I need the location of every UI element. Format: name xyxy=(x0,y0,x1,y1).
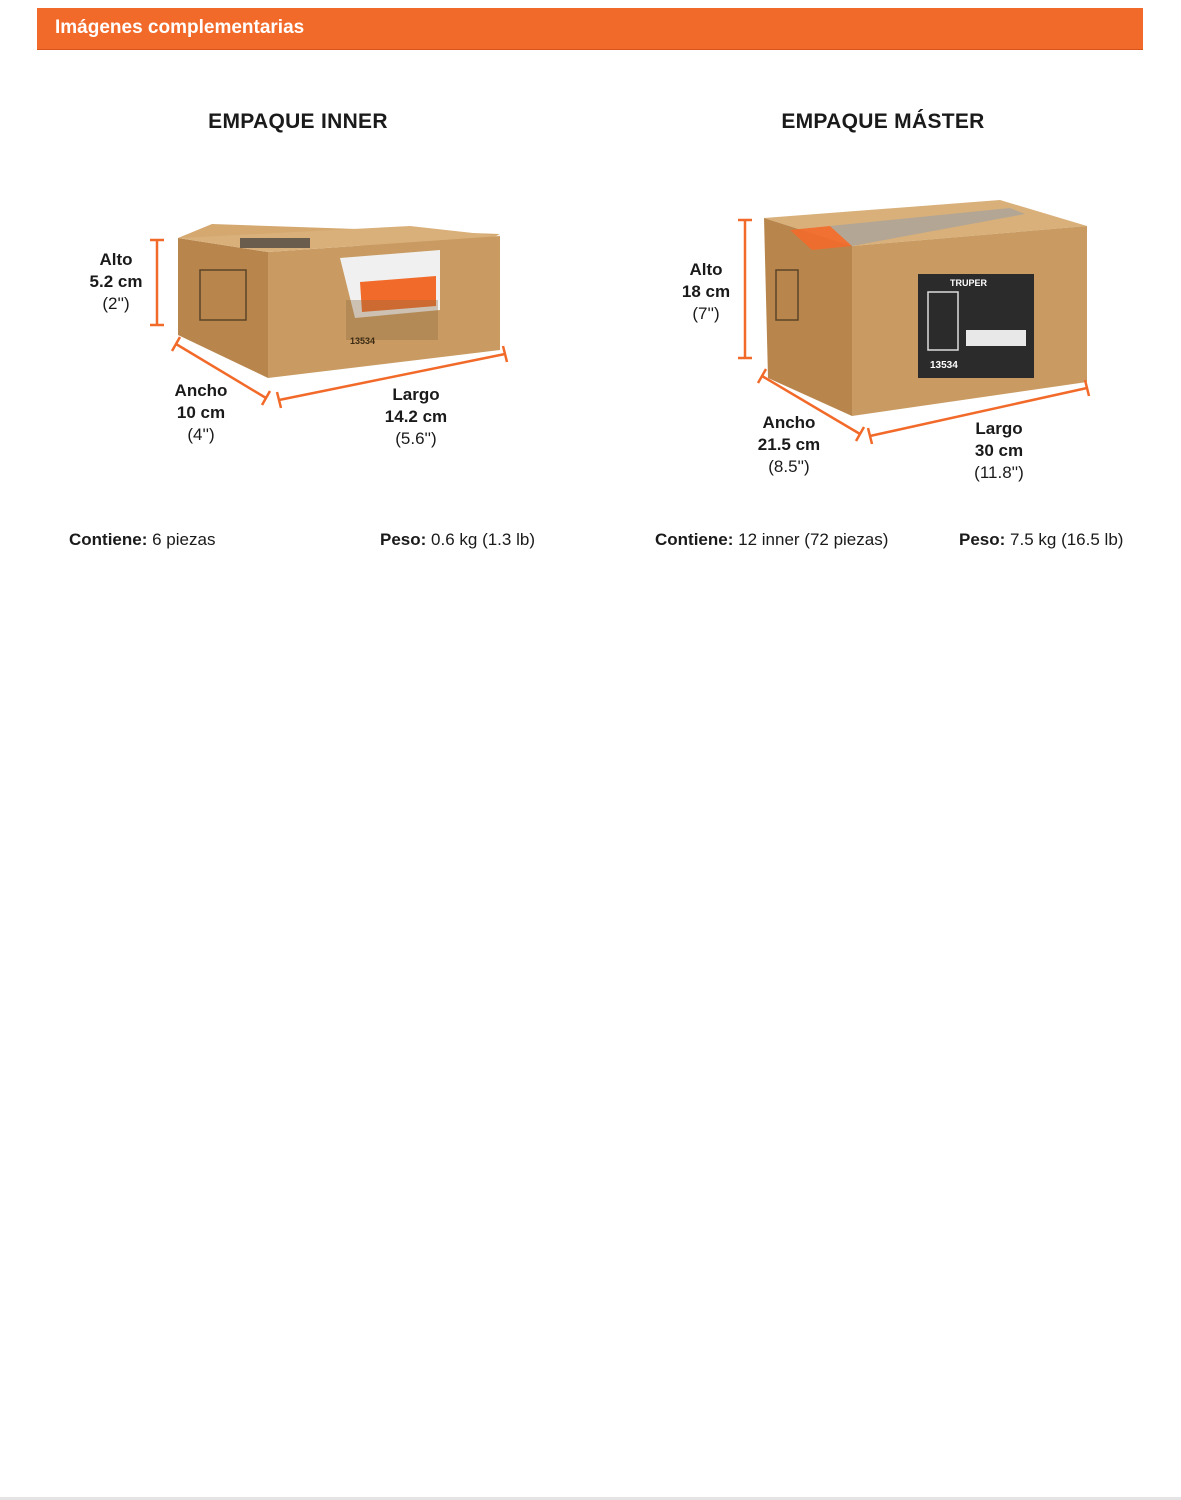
inner-largo-title: Largo xyxy=(392,385,440,404)
master-pack-title: EMPAQUE MÁSTER xyxy=(781,110,985,133)
inner-alto-inches: (2'') xyxy=(102,294,130,313)
master-ancho-label: Ancho 21.5 cm (8.5'') xyxy=(729,412,849,478)
section-header-bar: Imágenes complementarias xyxy=(37,8,1143,50)
master-largo-label: Largo 30 cm (11.8'') xyxy=(939,418,1059,484)
master-dimension-lines xyxy=(738,218,1091,445)
master-alto-label: Alto 18 cm (7'') xyxy=(646,259,766,325)
inner-box-image xyxy=(178,224,500,378)
inner-pack-title: EMPAQUE INNER xyxy=(208,110,388,133)
inner-largo-inches: (5.6'') xyxy=(395,429,437,448)
inner-ancho-title: Ancho xyxy=(174,381,228,400)
master-box-brand: TRUPER xyxy=(950,278,988,288)
master-weight-value: 7.5 kg (16.5 lb) xyxy=(1010,530,1124,549)
inner-largo-value: 14.2 cm xyxy=(384,407,448,426)
master-largo-title: Largo xyxy=(975,419,1023,438)
inner-alto-value: 5.2 cm xyxy=(89,272,143,291)
master-alto-title: Alto xyxy=(689,260,723,279)
inner-ancho-label: Ancho 10 cm (4'') xyxy=(141,380,261,446)
master-ancho-inches: (8.5'') xyxy=(768,457,810,476)
inner-dimension-lines xyxy=(150,238,509,409)
master-largo-value: 30 cm xyxy=(974,441,1024,460)
master-weight-label: Peso: xyxy=(959,530,1006,549)
master-ancho-title: Ancho xyxy=(762,413,816,432)
inner-ancho-value: 10 cm xyxy=(176,403,226,422)
inner-ancho-inches: (4'') xyxy=(187,425,215,444)
inner-weight-value: 0.6 kg (1.3 lb) xyxy=(431,530,535,549)
inner-alto-label: Alto 5.2 cm (2'') xyxy=(56,249,176,315)
master-ancho-value: 21.5 cm xyxy=(757,435,821,454)
master-box-image xyxy=(764,200,1087,416)
master-contains: Contiene: 12 inner (72 piezas) xyxy=(655,530,888,550)
inner-largo-label: Largo 14.2 cm (5.6'') xyxy=(356,384,476,450)
inner-box-code: 13534 xyxy=(350,336,376,346)
master-alto-value: 18 cm xyxy=(681,282,731,301)
inner-contains-value: 6 piezas xyxy=(152,530,216,549)
master-box-code: 13534 xyxy=(930,360,958,371)
master-weight: Peso: 7.5 kg (16.5 lb) xyxy=(959,530,1123,550)
package-illustrations xyxy=(150,200,1091,445)
inner-contains: Contiene: 6 piezas xyxy=(69,530,215,550)
inner-weight-label: Peso: xyxy=(380,530,427,549)
inner-weight: Peso: 0.6 kg (1.3 lb) xyxy=(380,530,535,550)
section-title: Imágenes complementarias xyxy=(55,17,305,38)
inner-alto-title: Alto xyxy=(99,250,133,269)
inner-contains-label: Contiene: xyxy=(69,530,148,549)
master-contains-value: 12 inner (72 piezas) xyxy=(738,530,889,549)
footer-divider xyxy=(0,1497,1181,1500)
master-largo-inches: (11.8'') xyxy=(974,463,1024,482)
master-alto-inches: (7'') xyxy=(692,304,720,323)
master-contains-label: Contiene: xyxy=(655,530,734,549)
